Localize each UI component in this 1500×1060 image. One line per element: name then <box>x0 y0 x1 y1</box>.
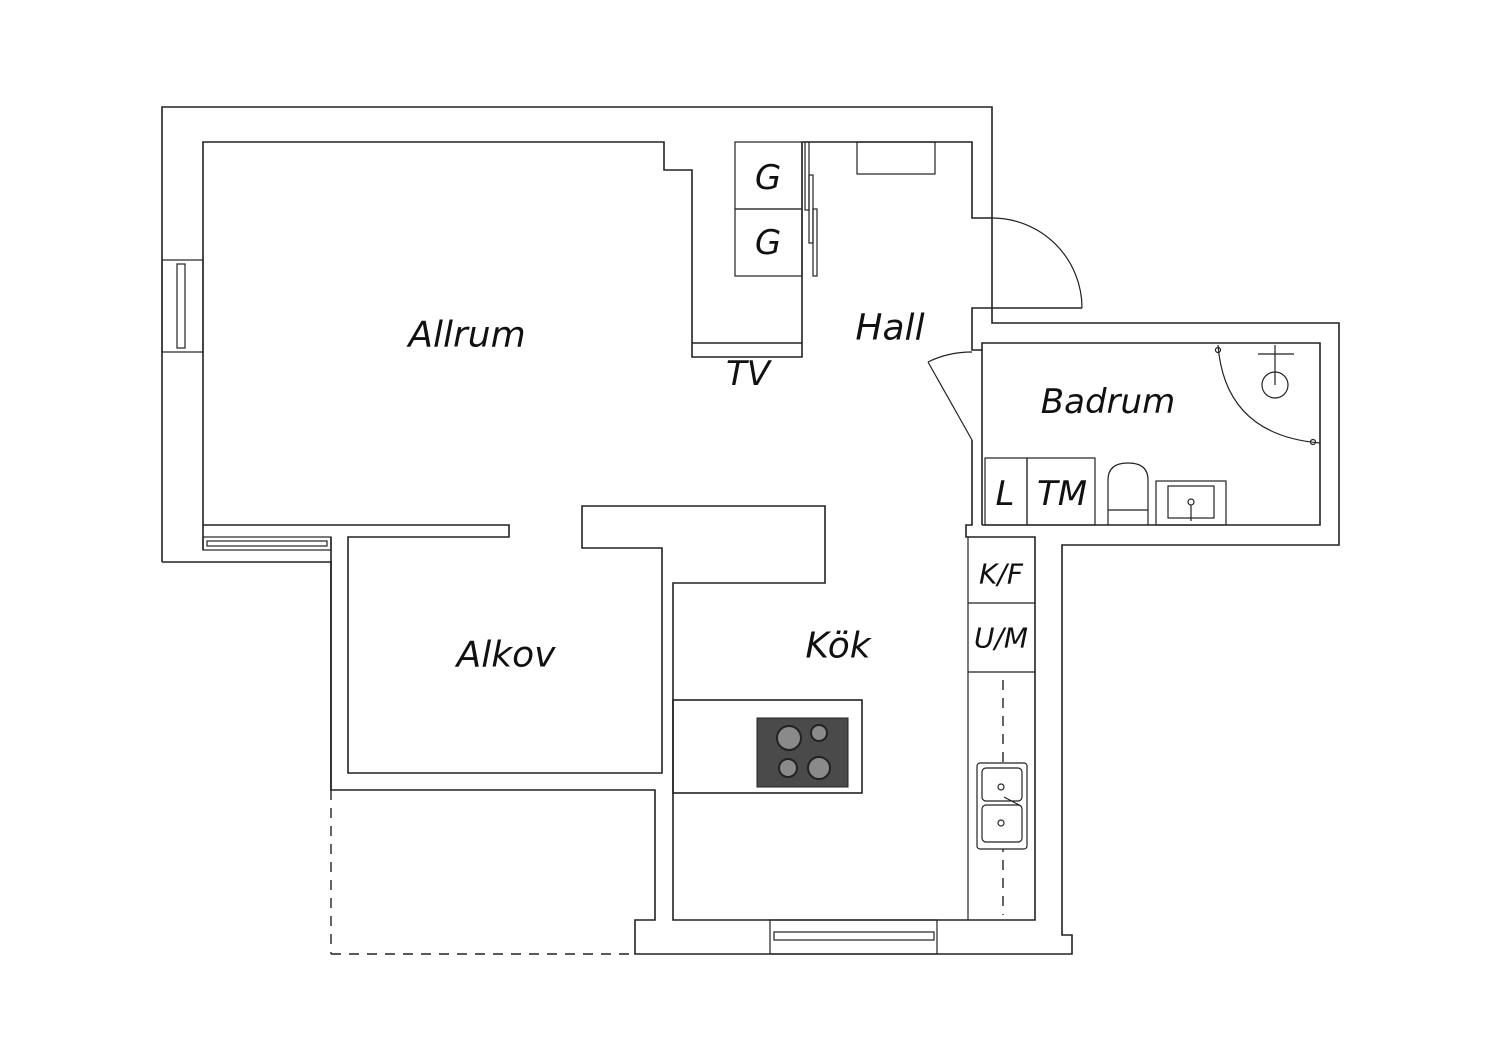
kitchen-cabinets <box>967 537 1035 920</box>
linen-label: L <box>995 474 1015 514</box>
washer-label: TM <box>1036 474 1088 514</box>
wardrobe-label: G <box>754 223 782 263</box>
room-label-badrum: Badrum <box>1040 382 1176 422</box>
entrance-door <box>971 217 1321 526</box>
shower-icon <box>1214 344 1321 446</box>
allrum-walls <box>202 141 1036 921</box>
balcony-outline <box>330 790 635 955</box>
fridge-freezer-label: K/F <box>979 557 1023 591</box>
bathroom-fixtures <box>984 344 1321 526</box>
outer-walls <box>161 106 1340 955</box>
kitchen-sink-icon <box>976 762 1028 850</box>
wardrobes <box>734 141 818 277</box>
wardrobe-label: G <box>754 158 782 198</box>
stove-counter <box>672 699 863 794</box>
toilet-icon <box>1107 462 1149 525</box>
sink-icon <box>1155 480 1227 526</box>
room-label-hall: Hall <box>855 307 925 349</box>
window-allrum-bottom <box>202 536 332 551</box>
room-label-allrum: Allrum <box>408 314 526 356</box>
oven-microwave-label: U/M <box>973 621 1029 655</box>
room-label-kok: Kök <box>805 625 871 667</box>
window-allrum-left <box>161 259 204 353</box>
tv-label: TV <box>725 354 771 394</box>
stove-icon <box>756 717 849 788</box>
window-kitchen <box>769 919 938 955</box>
hall-shelf <box>856 141 936 175</box>
bathroom-door <box>927 350 983 525</box>
room-label-alkov: Alkov <box>456 634 556 676</box>
